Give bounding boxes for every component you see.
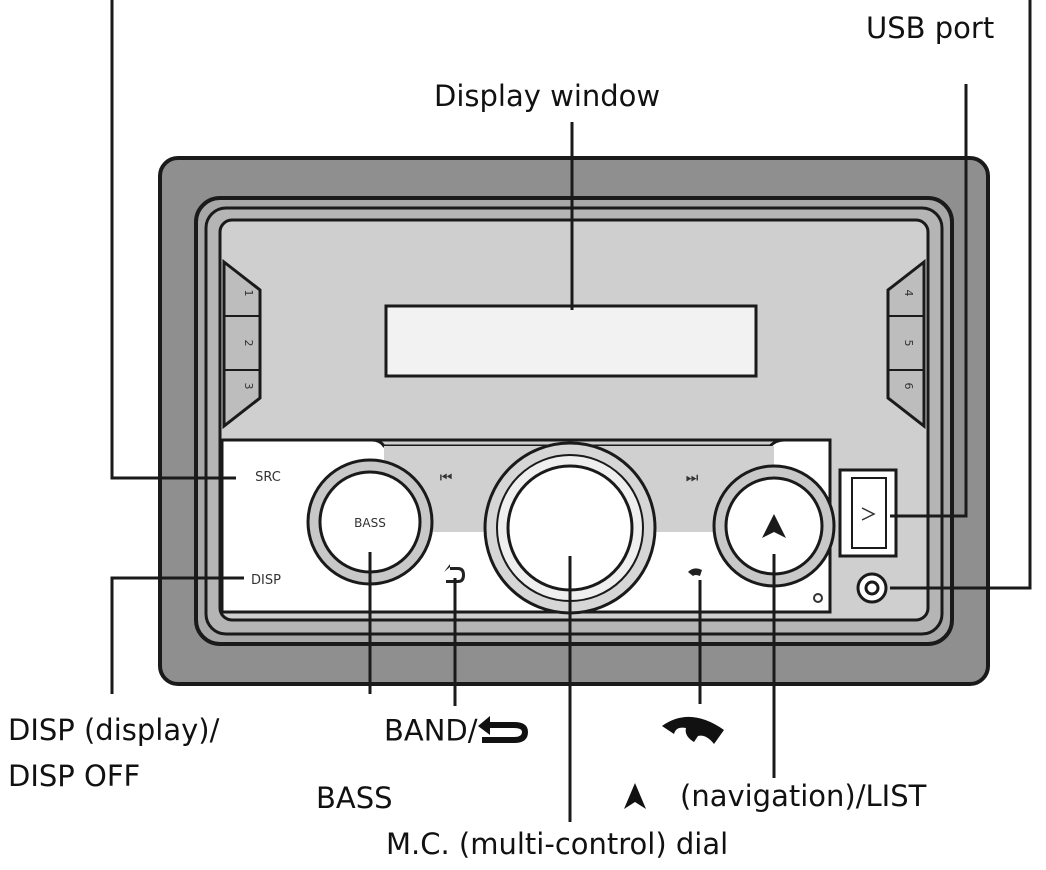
preset-5-button[interactable]: 5 bbox=[902, 340, 915, 347]
preset-1-button[interactable]: 1 bbox=[242, 290, 255, 297]
usb-port-label: USB port bbox=[866, 11, 995, 45]
preset-2-button[interactable]: 2 bbox=[242, 340, 255, 347]
display-window-label: Display window bbox=[434, 79, 661, 113]
preset-6-button[interactable]: 6 bbox=[902, 383, 915, 390]
preset-4-button[interactable]: 4 bbox=[902, 290, 915, 297]
aux-jack[interactable] bbox=[856, 572, 888, 604]
disp-label-line1: DISP (display)/ bbox=[8, 713, 220, 747]
navigation-label-text: (navigation)/LIST bbox=[680, 779, 927, 813]
navigation-arrow-icon bbox=[624, 782, 646, 814]
navigation-arrow-icon bbox=[762, 514, 786, 538]
bass-knob-label: BASS bbox=[354, 516, 386, 530]
display-window bbox=[384, 304, 758, 378]
disp-label-line2: DISP OFF bbox=[8, 759, 141, 793]
left-preset-wedge bbox=[222, 258, 262, 430]
phone-icon bbox=[688, 568, 702, 576]
mc-dial-label: M.C. (multi-control) dial bbox=[386, 827, 729, 861]
prev-track-button[interactable]: ⏮ bbox=[440, 470, 453, 486]
next-track-button[interactable]: ⏭ bbox=[686, 470, 699, 486]
right-preset-wedge bbox=[886, 258, 926, 430]
leader-lines bbox=[110, 0, 1032, 822]
phone-label-icon bbox=[660, 712, 728, 753]
navigation-label: (navigation)/LIST bbox=[624, 782, 926, 814]
band-label-text: BAND/ bbox=[384, 713, 478, 748]
back-arrow-icon bbox=[477, 716, 530, 749]
phone-icon bbox=[660, 712, 728, 753]
preset-3-button[interactable]: 3 bbox=[242, 383, 255, 390]
src-button[interactable]: SRC bbox=[255, 470, 281, 485]
bass-label: BASS bbox=[316, 781, 393, 815]
mic-hole bbox=[813, 593, 823, 603]
disp-button[interactable]: DISP bbox=[251, 573, 281, 588]
back-arrow-icon bbox=[444, 564, 465, 583]
band-label: BAND/ bbox=[384, 716, 530, 749]
